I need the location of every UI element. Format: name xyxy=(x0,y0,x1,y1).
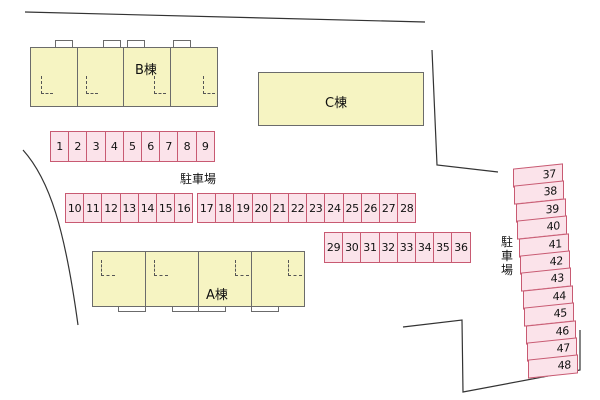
parking-slot-27: 27 xyxy=(379,193,399,223)
a-tab-3 xyxy=(198,306,226,312)
building-c-label: C棟 xyxy=(325,96,348,111)
parking-slot-35: 35 xyxy=(433,232,453,263)
parking-label-center: 駐車場 xyxy=(180,172,217,186)
parking-slot-17: 17 xyxy=(197,193,217,223)
a-tab-2 xyxy=(172,306,200,312)
building-a-label: A棟 xyxy=(206,288,228,303)
a-unit-3-stair xyxy=(235,260,249,276)
a-unit-4 xyxy=(251,251,305,307)
parking-slot-24: 24 xyxy=(324,193,344,223)
parking-slot-7: 7 xyxy=(159,131,179,162)
parking-slot-30: 30 xyxy=(342,232,362,263)
building-b-label: B棟 xyxy=(135,63,157,78)
parking-slot-19: 19 xyxy=(233,193,253,223)
parking-slot-8: 8 xyxy=(177,131,197,162)
a-unit-4-stair xyxy=(288,260,302,276)
parking-slot-33: 33 xyxy=(396,232,416,263)
parking-slot-12: 12 xyxy=(101,193,121,223)
a-unit-1 xyxy=(92,251,146,307)
a-unit-2-stair xyxy=(154,260,168,276)
parking-slot-31: 31 xyxy=(360,232,380,263)
parking-slot-36: 36 xyxy=(451,232,471,263)
bottom-right-boundary-line xyxy=(402,319,581,393)
b-unit-3-stair xyxy=(154,76,166,94)
parking-slot-11: 11 xyxy=(83,193,103,223)
parking-slot-9: 9 xyxy=(195,131,215,162)
left-curve-line xyxy=(22,149,79,326)
a-unit-1-stair xyxy=(101,260,115,276)
parking-slot-6: 6 xyxy=(141,131,161,162)
parking-slot-2: 2 xyxy=(68,131,88,162)
parking-slot-1: 1 xyxy=(50,131,70,162)
a-tab-1 xyxy=(118,306,146,312)
parking-slot-32: 32 xyxy=(378,232,398,263)
a-unit-2 xyxy=(145,251,199,307)
parking-slot-22: 22 xyxy=(288,193,308,223)
parking-slot-5: 5 xyxy=(122,131,142,162)
a-tab-4 xyxy=(251,306,279,312)
parking-label-right: 駐 車 場 xyxy=(500,235,513,277)
parking-slot-26: 26 xyxy=(360,193,380,223)
parking-slot-29: 29 xyxy=(324,232,344,263)
b-unit-2-stair xyxy=(86,76,98,94)
parking-slot-14: 14 xyxy=(137,193,157,223)
parking-slot-4: 4 xyxy=(104,131,124,162)
parking-slot-28: 28 xyxy=(397,193,417,223)
b-unit-1 xyxy=(30,47,78,107)
parking-slot-34: 34 xyxy=(415,232,435,263)
right-boundary-line xyxy=(431,49,499,173)
b-unit-3 xyxy=(123,47,171,107)
parking-slot-16: 16 xyxy=(174,193,194,223)
b-unit-4 xyxy=(170,47,218,107)
parking-slot-20: 20 xyxy=(251,193,271,223)
parking-slot-18: 18 xyxy=(215,193,235,223)
b-unit-1-stair xyxy=(41,76,53,94)
building-c: C棟 xyxy=(258,72,424,126)
parking-slot-15: 15 xyxy=(156,193,176,223)
parking-slot-23: 23 xyxy=(306,193,326,223)
b-unit-4-stair xyxy=(203,76,215,94)
b-unit-2 xyxy=(77,47,124,107)
parking-slot-10: 10 xyxy=(65,193,85,223)
top-boundary-line xyxy=(24,11,426,23)
parking-slot-21: 21 xyxy=(269,193,289,223)
parking-slot-3: 3 xyxy=(86,131,106,162)
parking-slot-25: 25 xyxy=(342,193,362,223)
parking-slot-13: 13 xyxy=(119,193,139,223)
